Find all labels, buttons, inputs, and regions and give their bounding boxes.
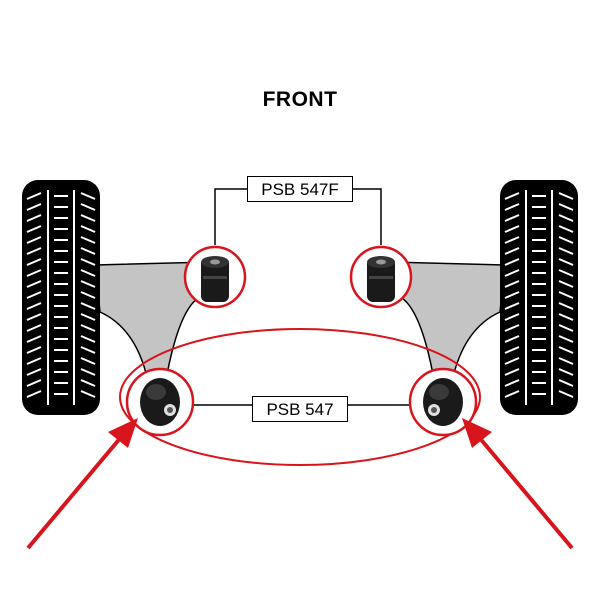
front-left-bush bbox=[201, 256, 229, 302]
psb-547-label: PSB 547 bbox=[252, 396, 348, 422]
rear-left-bush bbox=[140, 378, 180, 426]
psb-547f-label: PSB 547F bbox=[247, 176, 353, 202]
right-red-arrow bbox=[462, 418, 574, 550]
right-tire-tread bbox=[504, 190, 574, 405]
right-tire bbox=[500, 180, 578, 415]
left-tire-tread bbox=[26, 190, 96, 405]
front-title: FRONT bbox=[262, 88, 338, 111]
rear-right-bush bbox=[423, 378, 463, 426]
top-label-leader-right bbox=[353, 188, 382, 245]
front-right-bush bbox=[367, 256, 395, 302]
top-label-leader-left bbox=[214, 188, 247, 245]
highlight-ellipse bbox=[119, 328, 481, 466]
left-red-arrow bbox=[26, 418, 138, 550]
left-tire bbox=[22, 180, 100, 415]
